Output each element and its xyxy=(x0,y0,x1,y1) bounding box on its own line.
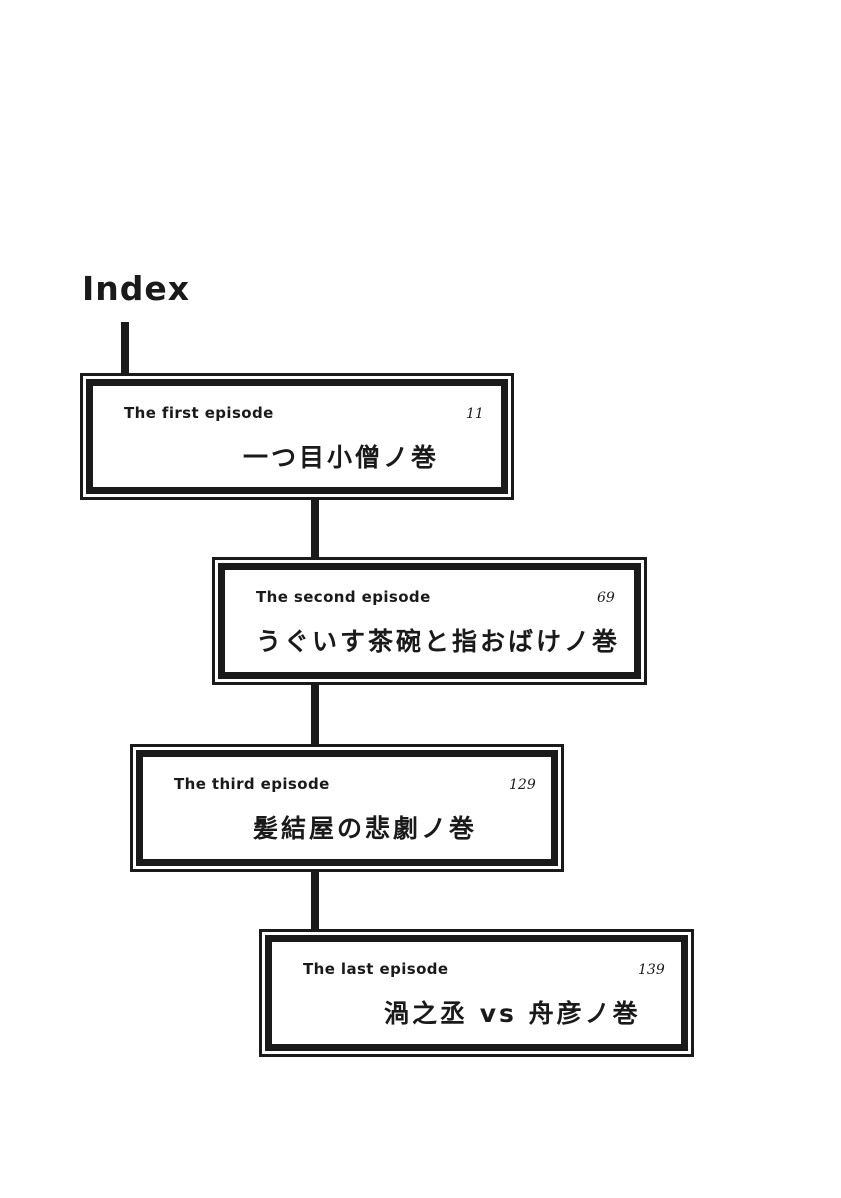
episode-title: 渦之丞 vs 舟彦ノ巻 xyxy=(384,999,641,1028)
episode-entry-3[interactable]: The third episode 129 髪結屋の悲劇ノ巻 xyxy=(130,744,564,872)
episode-label: The last episode xyxy=(303,960,449,978)
episode-entry-2[interactable]: The second episode 69 うぐいす茶碗と指おばけノ巻 xyxy=(212,557,647,685)
episode-box: The third episode 129 髪結屋の悲劇ノ巻 xyxy=(136,750,558,866)
episode-box: The first episode 11 一つ目小僧ノ巻 xyxy=(86,379,508,494)
episode-page-number: 69 xyxy=(597,590,615,606)
episode-entry-4[interactable]: The last episode 139 渦之丞 vs 舟彦ノ巻 xyxy=(259,929,694,1057)
episode-page-number: 11 xyxy=(466,406,484,422)
episode-entry-1[interactable]: The first episode 11 一つ目小僧ノ巻 xyxy=(80,373,514,500)
connector-line xyxy=(121,322,129,374)
episode-title: うぐいす茶碗と指おばけノ巻 xyxy=(256,627,621,656)
episode-box: The second episode 69 うぐいす茶碗と指おばけノ巻 xyxy=(218,563,641,679)
episode-page-number: 129 xyxy=(509,777,536,793)
episode-label: The second episode xyxy=(256,588,431,606)
connector-line xyxy=(311,872,319,930)
index-heading: Index xyxy=(82,269,191,308)
episode-label: The first episode xyxy=(124,404,274,422)
episode-label: The third episode xyxy=(174,775,330,793)
connector-line xyxy=(311,500,319,558)
episode-title: 髪結屋の悲劇ノ巻 xyxy=(253,814,478,843)
episode-title: 一つ目小僧ノ巻 xyxy=(243,443,440,472)
connector-line xyxy=(311,685,319,745)
episode-page-number: 139 xyxy=(638,962,665,978)
episode-box: The last episode 139 渦之丞 vs 舟彦ノ巻 xyxy=(265,935,688,1051)
